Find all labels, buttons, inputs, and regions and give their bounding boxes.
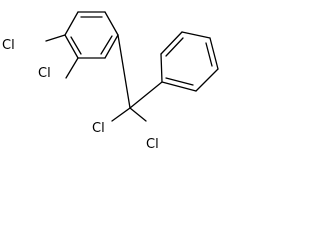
phenyl-ring <box>160 31 219 92</box>
atom-label-cl-ring-bottom: Cl <box>38 66 51 81</box>
bond-ring2-c <box>181 31 211 39</box>
bond-ring1-upper-left <box>64 11 79 36</box>
atom-label-cl-benzylic-right: Cl <box>146 137 159 150</box>
bond-ring2-e <box>195 68 219 92</box>
bond-ring2-b <box>160 31 183 55</box>
bond-ring2-b-inner <box>165 37 184 57</box>
bond-cl-ring-top <box>45 34 66 42</box>
bond-ring2-f-inner <box>165 77 194 86</box>
bond-central-to-phenyl <box>129 81 163 109</box>
atom-label-cl-ring-top: Cl <box>2 38 15 53</box>
bond-ring1-lower-right-inner <box>100 35 113 55</box>
bond-ring2-d <box>209 37 219 70</box>
bond-cl-benzylic-left <box>111 107 131 122</box>
bond-ring1-lower-right <box>104 34 119 59</box>
bond-ring1-lower-left-inner <box>70 36 82 55</box>
structure-diagram: Cl Cl Cl Cl <box>2 11 219 150</box>
bond-cl-benzylic-right <box>129 107 147 122</box>
bond-ring2-a <box>160 53 163 83</box>
dichlorophenyl-ring <box>64 11 119 59</box>
bond-ring-to-central-carbon <box>117 34 131 109</box>
bond-ring2-d-inner <box>205 42 213 67</box>
bond-ring1-upper-right <box>104 11 119 36</box>
bond-cl-ring-bottom <box>65 57 79 79</box>
bond-ring2-f <box>161 81 197 92</box>
bond-ring1-lower-left <box>64 34 79 59</box>
atom-label-cl-benzylic-left: Cl <box>92 121 105 136</box>
